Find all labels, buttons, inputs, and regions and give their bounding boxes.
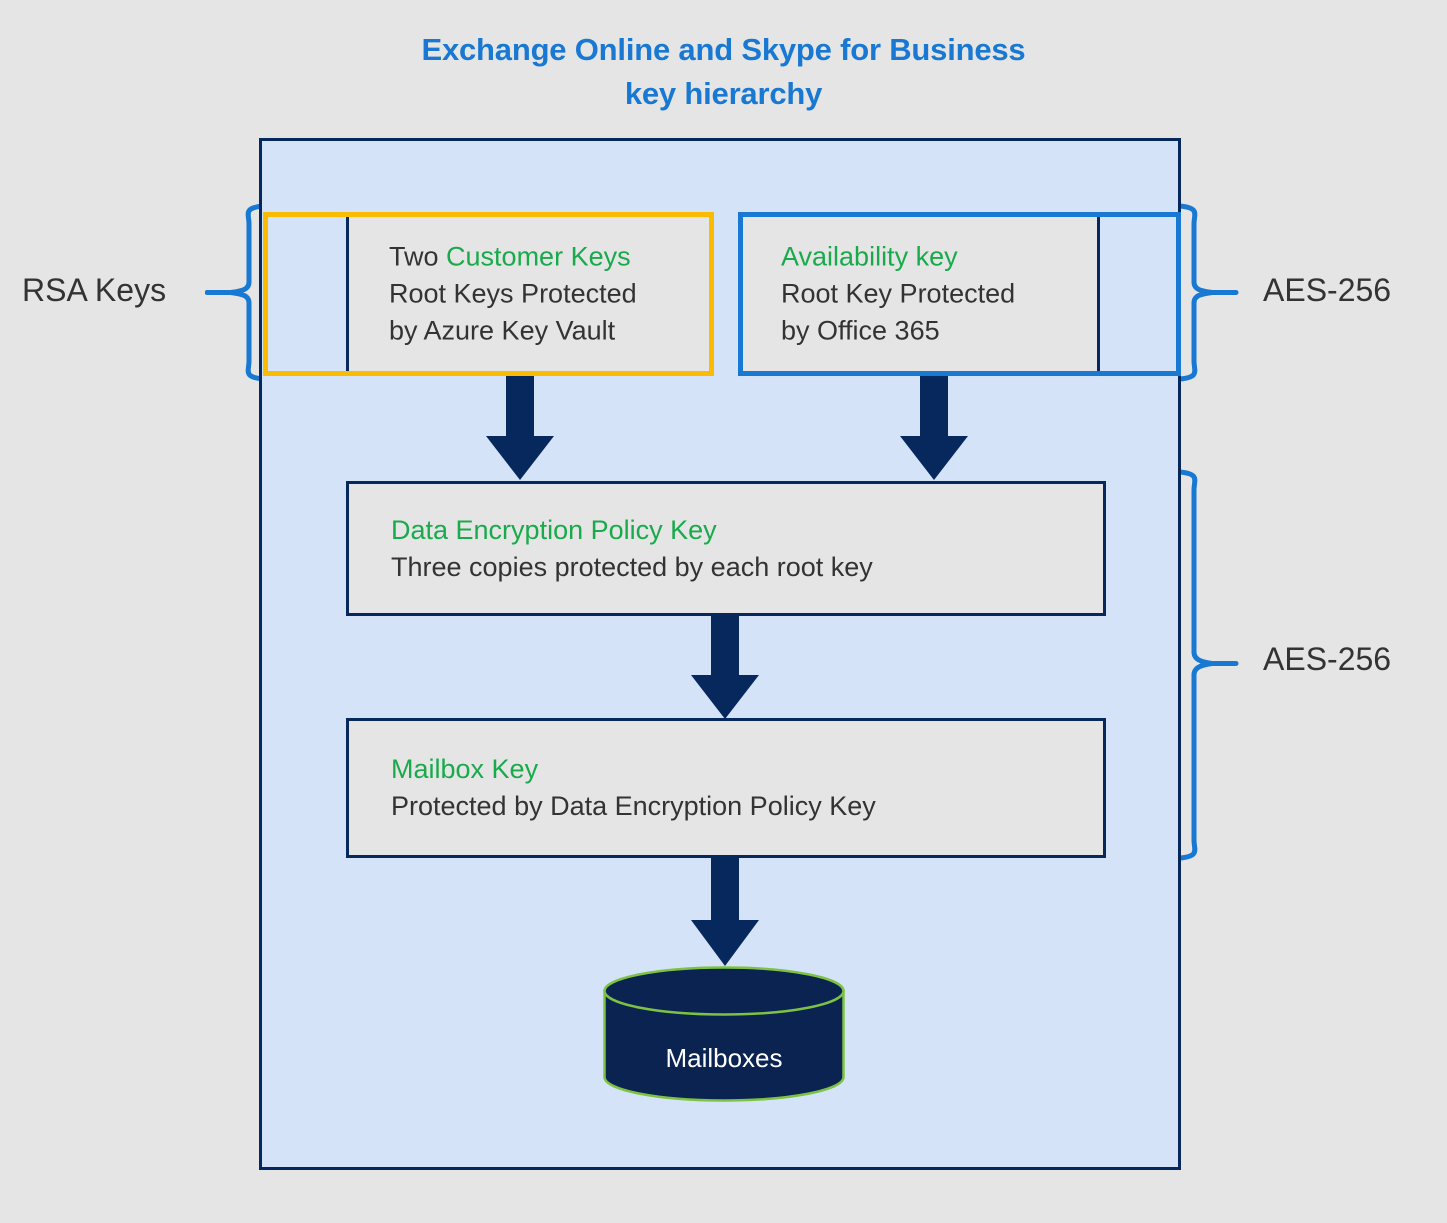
aes-256-top-bracket: [1177, 203, 1239, 382]
aes-256-bottom-bracket: [1177, 469, 1239, 861]
availability-key-line-2: Root Key Protected: [781, 278, 1016, 309]
customer-keys-text: Two Customer Keys Root Keys Protected by…: [389, 239, 637, 350]
customer-keys-line-2: Root Keys Protected: [389, 278, 637, 309]
customer-keys-title: Customer Keys: [446, 241, 631, 272]
mailbox-key-box[interactable]: Mailbox Key Protected by Data Encryption…: [346, 718, 1106, 858]
dep-key-text: Data Encryption Policy Key Three copies …: [391, 512, 873, 586]
customer-keys-line-3: by Azure Key Vault: [389, 315, 616, 346]
rsa-keys-label: RSA Keys: [22, 272, 167, 308]
arrow-mailbox-key-to-mailboxes: [691, 858, 759, 966]
arrow-customer-keys-to-dep: [486, 376, 554, 480]
cylinder-icon: [603, 966, 845, 1102]
aes-256-top-label: AES-256: [1263, 272, 1392, 308]
title-line-2: key hierarchy: [624, 76, 823, 111]
mailboxes-datastore[interactable]: Mailboxes: [602, 965, 846, 1103]
dep-key-line-2: Three copies protected by each root key: [391, 551, 873, 582]
arrow-availability-key-to-dep: [900, 376, 968, 480]
customer-keys-prefix: Two: [389, 241, 447, 272]
mailbox-key-text: Mailbox Key Protected by Data Encryption…: [391, 751, 876, 825]
title-line-1: Exchange Online and Skype for Business: [421, 32, 1026, 67]
customer-keys-title-line: Two Customer Keys: [389, 239, 637, 276]
availability-key-text: Availability key Root Key Protected by O…: [781, 239, 1015, 350]
key-hierarchy-container: Two Customer Keys Root Keys Protected by…: [259, 138, 1181, 1170]
mailbox-key-title: Mailbox Key: [391, 754, 539, 784]
availability-key-box[interactable]: Availability key Root Key Protected by O…: [738, 212, 1100, 376]
data-encryption-policy-key-box[interactable]: Data Encryption Policy Key Three copies …: [346, 481, 1106, 616]
availability-key-line-3: by Office 365: [781, 315, 940, 346]
rsa-keys-bracket: [205, 203, 266, 382]
page-title: Exchange Online and Skype for Business k…: [0, 28, 1447, 116]
customer-keys-box[interactable]: Two Customer Keys Root Keys Protected by…: [346, 212, 714, 376]
dep-key-title: Data Encryption Policy Key: [391, 514, 717, 545]
arrow-dep-to-mailbox-key: [691, 615, 759, 719]
aes-256-bottom-label: AES-256: [1263, 641, 1392, 677]
availability-key-title: Availability key: [781, 241, 958, 272]
mailbox-key-line-2: Protected by Data Encryption Policy Key: [391, 791, 876, 821]
